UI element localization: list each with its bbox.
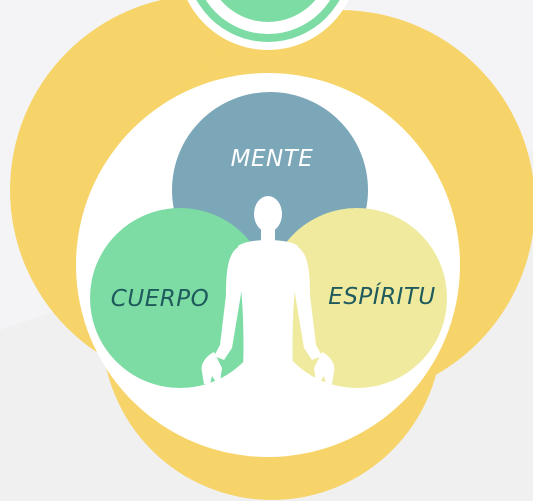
espiritu-label: ESPÍRITU — [328, 282, 435, 310]
mente-label: MENTE — [231, 146, 314, 172]
top-ring-core — [220, 0, 316, 22]
human-silhouette-icon — [201, 196, 335, 386]
cuerpo-label: CUERPO — [111, 286, 209, 312]
top-ring — [187, 0, 349, 50]
